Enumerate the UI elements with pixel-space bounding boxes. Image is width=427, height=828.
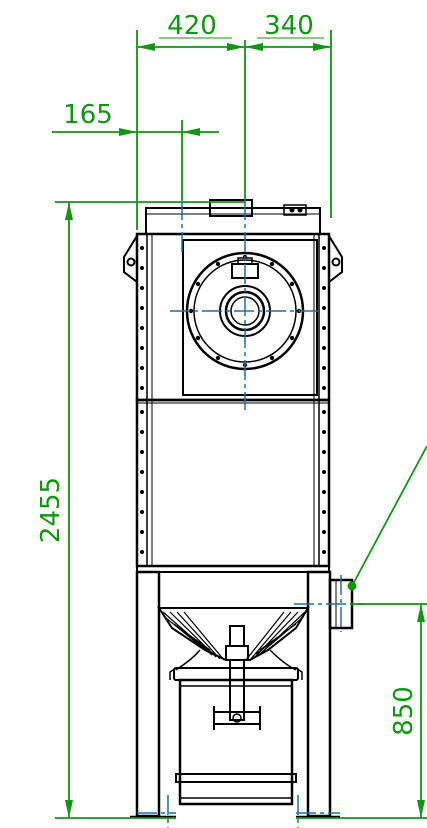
center-lines	[137, 200, 366, 828]
flange-bolts	[140, 246, 326, 554]
dim-label-850: 850	[389, 686, 419, 736]
discharge-valve	[213, 625, 261, 730]
dim-label-420: 420	[167, 11, 217, 41]
inlet-leader	[347, 445, 427, 591]
door-bolts	[188, 254, 302, 368]
filter-housing-middle	[135, 398, 331, 568]
dimension-labels: 420 340 165 2455 850	[36, 11, 419, 736]
left-lifting-lug	[123, 232, 138, 285]
dimensions	[52, 30, 427, 819]
support-frame	[130, 565, 340, 819]
right-lifting-lug	[328, 232, 343, 285]
dim-inlet-height	[296, 603, 427, 819]
dim-label-2455: 2455	[36, 477, 66, 543]
top-cover	[145, 199, 321, 235]
machine-outline	[123, 199, 354, 819]
hopper	[157, 607, 310, 671]
dim-width	[136, 30, 332, 230]
dim-label-340: 340	[264, 11, 314, 41]
dim-label-165: 165	[63, 100, 113, 130]
collection-drum	[169, 667, 303, 806]
dim-total-height	[55, 201, 246, 819]
dim-165	[52, 120, 219, 200]
